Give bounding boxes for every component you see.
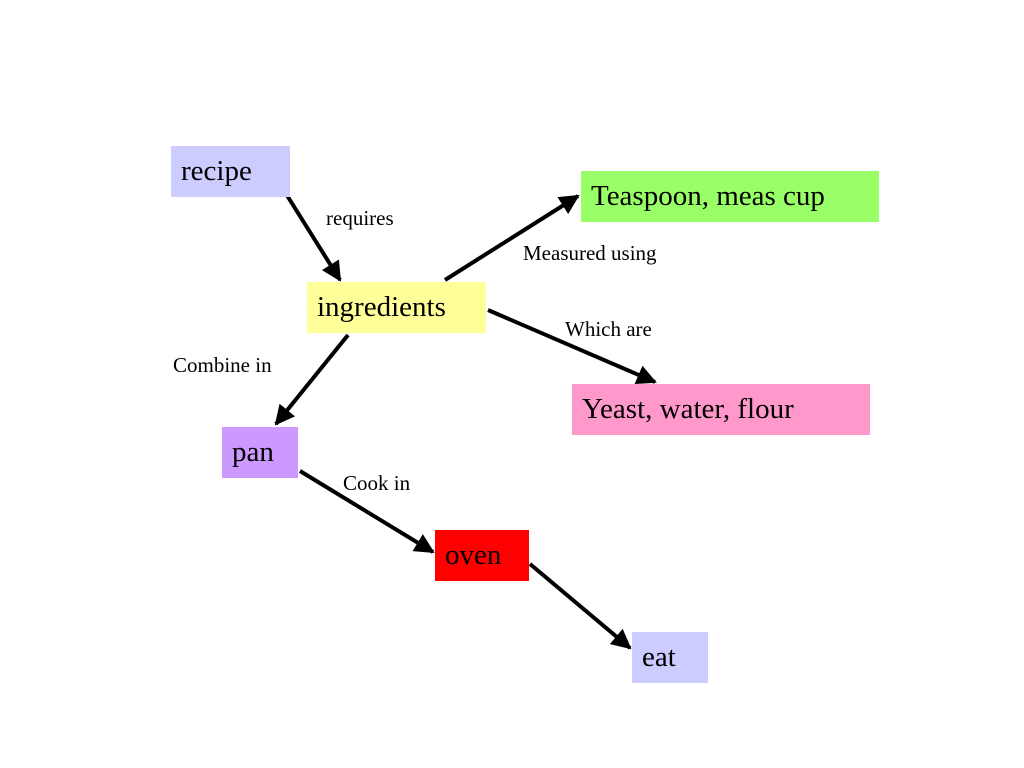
edge-ingredients-yeast	[487, 308, 657, 385]
edge-label-requires: requires	[326, 206, 394, 230]
edge-ingredients-pan	[274, 333, 350, 426]
edge-recipe-ingredients	[281, 187, 342, 282]
node-eat: eat	[632, 632, 708, 683]
edge-label-measured-using: Measured using	[523, 241, 657, 265]
node-pan: pan	[222, 427, 298, 478]
edge-label-cook-in: Cook in	[343, 471, 411, 495]
node-yeast-water-flour: Yeast, water, flour	[572, 384, 870, 435]
node-recipe: recipe	[171, 146, 290, 197]
edge-ingredients-teaspoon	[443, 194, 580, 282]
edge-label-which-are: Which are	[565, 317, 652, 341]
edge-label-combine-in: Combine in	[173, 353, 272, 377]
node-ingredients: ingredients	[307, 282, 486, 333]
edge-pan-oven	[298, 469, 435, 554]
node-teaspoon-meas-cup: Teaspoon, meas cup	[581, 171, 879, 222]
node-oven: oven	[435, 530, 529, 581]
edge-oven-eat	[528, 562, 632, 650]
